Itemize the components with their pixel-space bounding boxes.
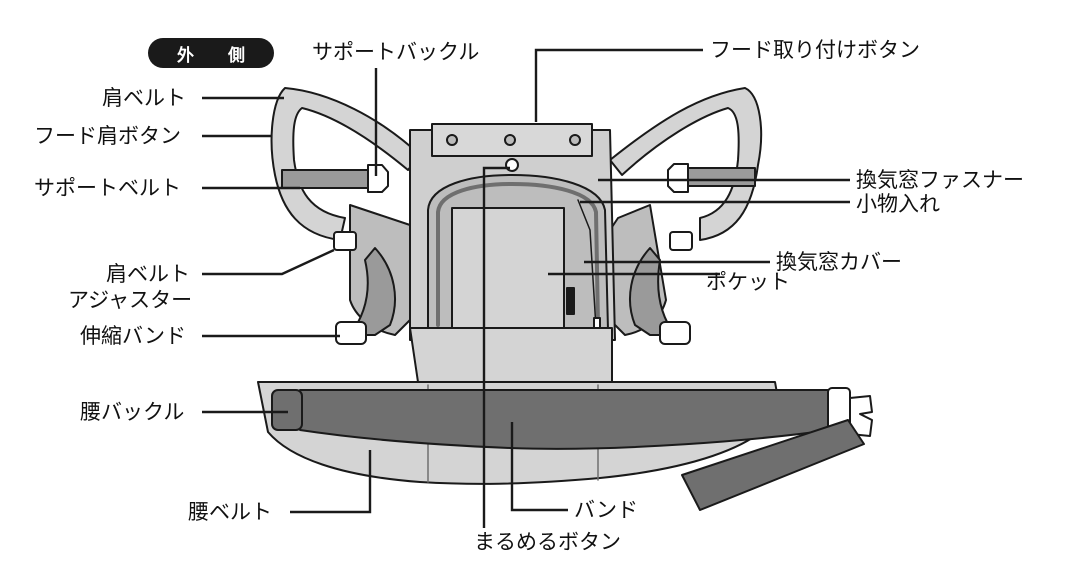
- lower-body-panel: [409, 327, 613, 383]
- right-elastic-loop: [659, 321, 691, 345]
- waist-buckle-left: [271, 389, 303, 431]
- outside-badge: 外 側: [148, 38, 274, 68]
- waist-belt-strap-end: [681, 419, 865, 511]
- hood-button-1: [446, 134, 458, 146]
- label-shoulder-adjuster-2: アジャスター: [68, 288, 193, 312]
- label-vent-cover: 換気窓カバー: [776, 250, 902, 274]
- label-waist-belt: 腰ベルト: [188, 500, 272, 524]
- right-adjuster: [669, 231, 693, 251]
- label-hood-button: フード取り付けボタン: [710, 38, 920, 62]
- support-buckle-left: [367, 164, 389, 193]
- small-pocket-zip: [577, 199, 597, 329]
- right-shoulder-strap: [609, 87, 763, 241]
- label-pocket: ポケット: [706, 270, 790, 294]
- vent-fastener: [436, 182, 600, 327]
- label-shoulder-adjuster-1: 肩ベルト: [106, 262, 190, 286]
- label-roll-button: まるめるボタン: [474, 530, 621, 554]
- label-support-belt: サポートベルト: [34, 176, 181, 200]
- label-support-buckle: サポートバックル: [312, 40, 480, 64]
- left-elastic-loop: [335, 321, 367, 345]
- waist-band: [299, 389, 831, 450]
- label-band: バンド: [574, 498, 639, 522]
- hood-button-2: [504, 134, 516, 146]
- label-waist-buckle: 腰バックル: [80, 400, 185, 424]
- label-small-pocket: 小物入れ: [856, 192, 940, 216]
- right-elastic-band: [629, 247, 676, 336]
- left-shoulder-strap: [270, 87, 421, 241]
- support-buckle-right: [667, 163, 689, 193]
- label-hood-shoulder-button: フード肩ボタン: [34, 124, 181, 148]
- label-elastic-band: 伸縮バンド: [80, 324, 187, 348]
- left-adjuster: [333, 231, 357, 251]
- label-shoulder-belt: 肩ベルト: [102, 86, 186, 110]
- pocket-panel: [451, 207, 565, 333]
- label-vent-fastener: 換気窓ファスナー: [856, 168, 1024, 192]
- support-belt-left: [281, 169, 375, 189]
- pocket-tag: [566, 287, 575, 315]
- hood-button-3: [569, 134, 581, 146]
